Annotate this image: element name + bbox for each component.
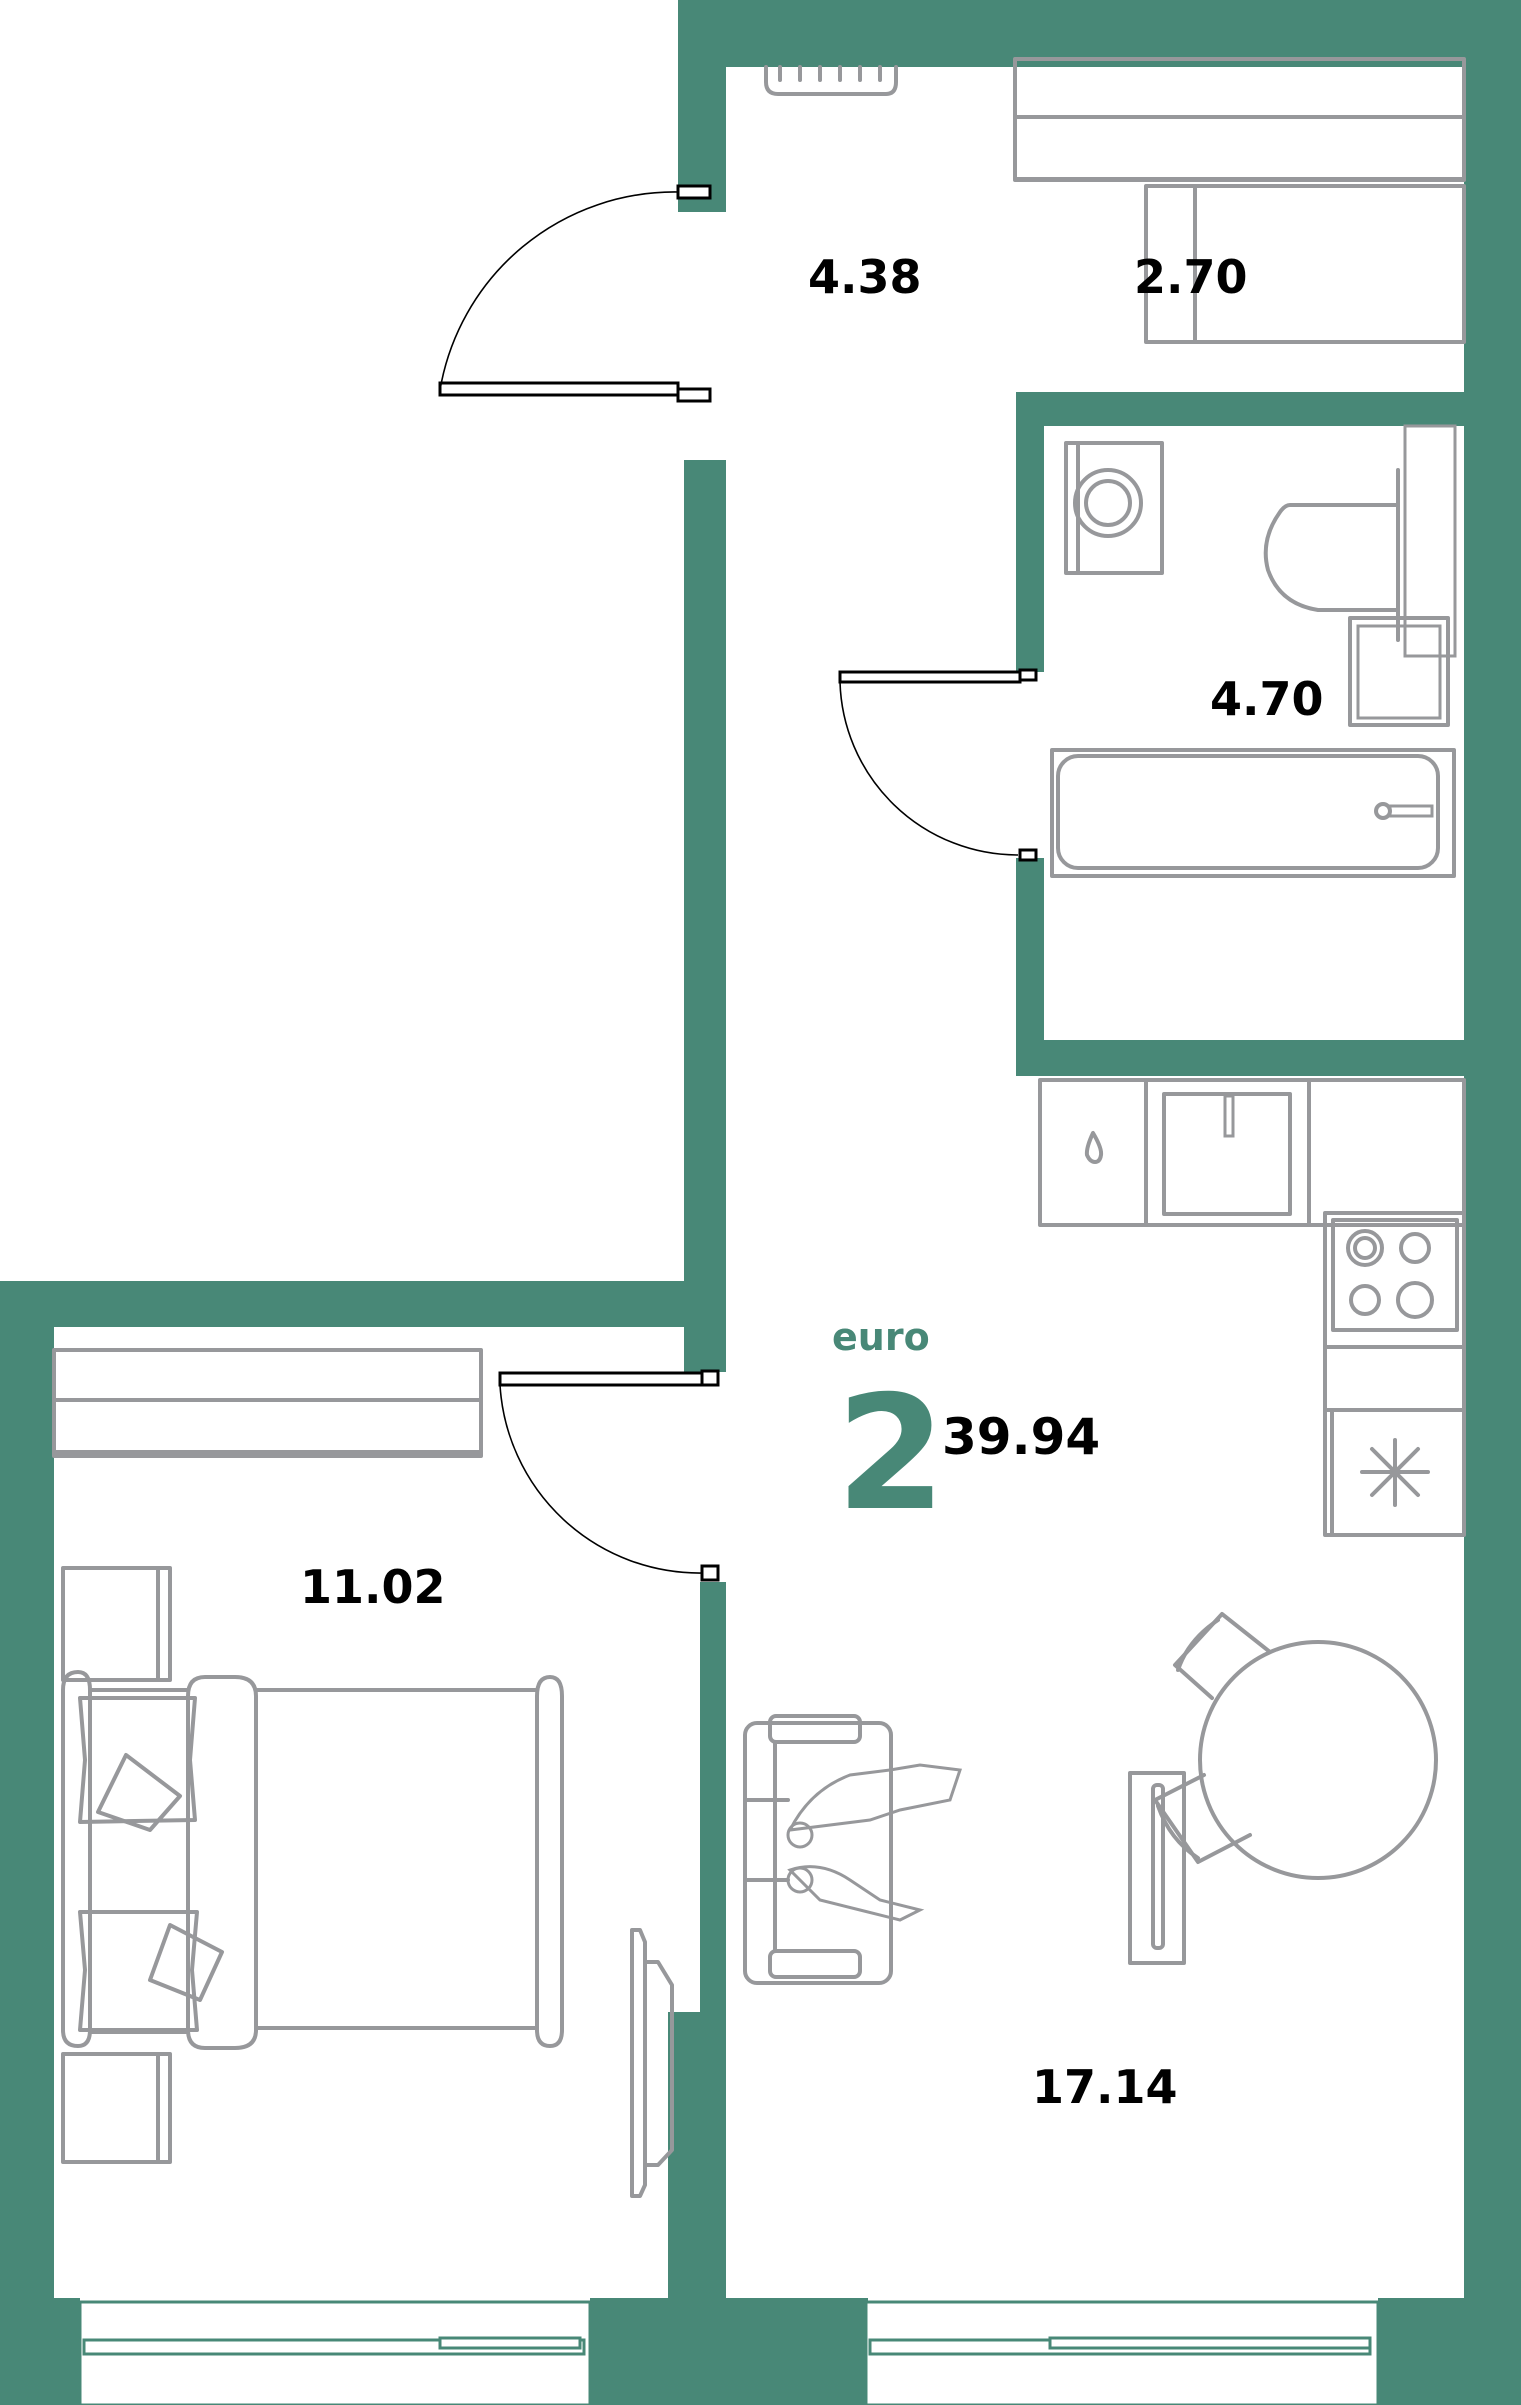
bedroom-window [78,2300,592,2405]
bathtub [1050,748,1456,878]
wardrobe-rail-top [1013,57,1466,182]
room-area-kitchen-living: 17.14 [1032,2060,1178,2114]
sink [1348,616,1450,727]
sofa [743,1714,893,1985]
entrance-door [438,184,712,403]
bedroom-wardrobe-rail [52,1348,483,1458]
nightstand-top [61,1566,172,1682]
counter [1307,1078,1466,1227]
room-area-wardrobe: 2.70 [1134,250,1248,304]
stove [1323,1211,1466,1349]
double-bed [61,1670,564,2050]
rooms-count: 2 [836,1362,946,1546]
toilet [1263,468,1400,642]
washing-machine [1064,441,1164,575]
bedroom-tv [630,1928,674,2198]
room-area-hallway: 4.38 [808,250,922,304]
dining-chair-2 [1153,1773,1252,1864]
total-area: 39.94 [942,1408,1101,1466]
room-area-bathroom: 4.70 [1210,672,1324,726]
bathroom-door [838,668,1038,862]
nightstand-bottom [61,2052,172,2164]
refrigerator [1323,1408,1466,1537]
kitchen-sink [1144,1078,1311,1227]
people-on-sofa [786,1763,963,1922]
bedroom-door [498,1369,720,1582]
round-table [1198,1640,1438,1880]
counter-small [1323,1345,1466,1412]
bath-partition [1403,424,1457,658]
room-area-bedroom: 11.02 [300,1560,446,1614]
wardrobe-rail-side [1144,184,1466,344]
living-window [864,2300,1380,2405]
water-heater [1038,1078,1148,1227]
dining-chair-1 [1173,1612,1272,1700]
shoe-rack [764,65,898,96]
tv-stand [1128,1771,1186,1965]
apartment-type-label: euro [832,1315,930,1359]
